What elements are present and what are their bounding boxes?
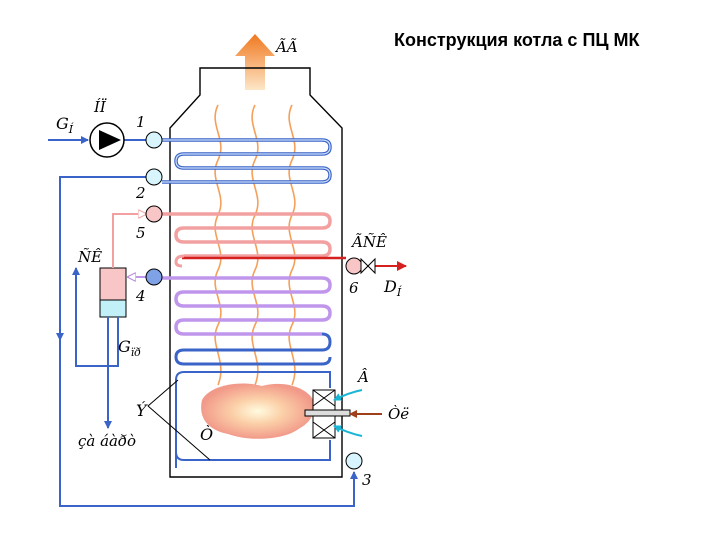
steam-flow-label: DÍ	[383, 277, 402, 299]
screens-pointers	[147, 379, 211, 461]
separator-drain-line	[72, 267, 119, 429]
economizer-coil-inner	[162, 139, 331, 183]
node-6	[345, 257, 363, 275]
drain-label: çà áàðò	[78, 432, 136, 450]
steam-outlet-label: ÃÑÊ	[350, 233, 387, 251]
exhaust-arrow	[235, 34, 275, 90]
boiler-casing	[169, 67, 343, 478]
slide-title: Конструкция котла с ПЦ МК	[394, 30, 640, 50]
fuel-label: Òë	[388, 405, 409, 423]
flue-gas-waves	[214, 104, 296, 386]
node-1	[145, 131, 163, 149]
node-3	[345, 452, 363, 470]
node-3-label: 3	[362, 471, 372, 489]
node-5	[145, 205, 163, 223]
node-1-label: 1	[136, 113, 146, 131]
flame	[201, 383, 315, 439]
pump	[89, 122, 125, 158]
node-6-label: 6	[349, 279, 359, 297]
node-2	[145, 168, 163, 186]
bottom-screen-coil	[174, 332, 332, 366]
feed-flow-label: GÍ	[56, 114, 74, 136]
recirculation-line	[56, 176, 358, 507]
screens-label: Ý	[136, 400, 148, 420]
air-label: Â	[356, 368, 369, 386]
air-inlet-arrows	[333, 389, 363, 437]
exhaust-label: ÃÃ	[274, 38, 298, 56]
furnace-screen	[175, 371, 331, 468]
evaporator-coil	[162, 276, 332, 336]
node-4	[145, 268, 163, 286]
separator-vessel	[99, 267, 127, 318]
drain-flow-label: Gïð	[118, 337, 141, 359]
steam-valve-icon	[360, 257, 376, 275]
furnace-label: Ò	[200, 424, 213, 444]
node-5-label: 5	[136, 224, 146, 242]
pump-label: ÍÏ	[93, 98, 107, 116]
superheater-coil	[162, 212, 332, 258]
node-2-label: 2	[135, 184, 146, 202]
separator-steam-line	[112, 214, 146, 268]
economizer-coil	[162, 138, 332, 184]
node-4-label: 4	[135, 287, 146, 305]
separator-label: ÑÊ	[77, 248, 102, 266]
